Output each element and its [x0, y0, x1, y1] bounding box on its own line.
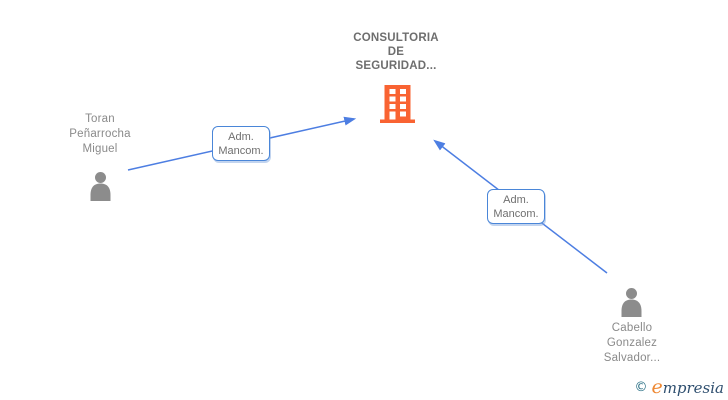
person-icon[interactable] — [86, 171, 115, 206]
company-name-line: DE — [387, 46, 405, 58]
company-name: CONSULTORIA DE SEGURIDAD... — [336, 31, 456, 73]
building-icon[interactable] — [380, 85, 415, 128]
empresia-logo[interactable]: ©empresia — [634, 376, 724, 398]
edge-label-line: Mancom. — [493, 207, 539, 220]
logo-text: mpresia — [662, 379, 724, 397]
person-icon[interactable] — [617, 287, 646, 322]
edge-label-line: Adm. — [503, 193, 529, 206]
company-name-line: CONSULTORIA — [353, 32, 439, 44]
company-name-line: SEGURIDAD... — [355, 60, 437, 72]
person-name-line: Salvador... — [603, 352, 661, 364]
edge-label-line: Mancom. — [218, 144, 264, 157]
edge-label-right: Adm. Mancom. — [487, 189, 545, 224]
edge-label-line: Adm. — [228, 130, 254, 143]
person-name-line: Miguel — [82, 143, 118, 155]
person-name: Cabello Gonzalez Salvador... — [572, 321, 692, 366]
logo-initial: e — [651, 376, 663, 398]
copyright-icon: © — [634, 380, 648, 395]
person-name-line: Toran — [85, 113, 115, 125]
person-name-line: Cabello — [611, 322, 653, 334]
person-name-line: Peñarrocha — [69, 128, 131, 140]
person-name-line: Gonzalez — [606, 337, 658, 349]
person-name: Toran Peñarrocha Miguel — [40, 112, 160, 157]
edge-label-left: Adm. Mancom. — [212, 126, 270, 161]
